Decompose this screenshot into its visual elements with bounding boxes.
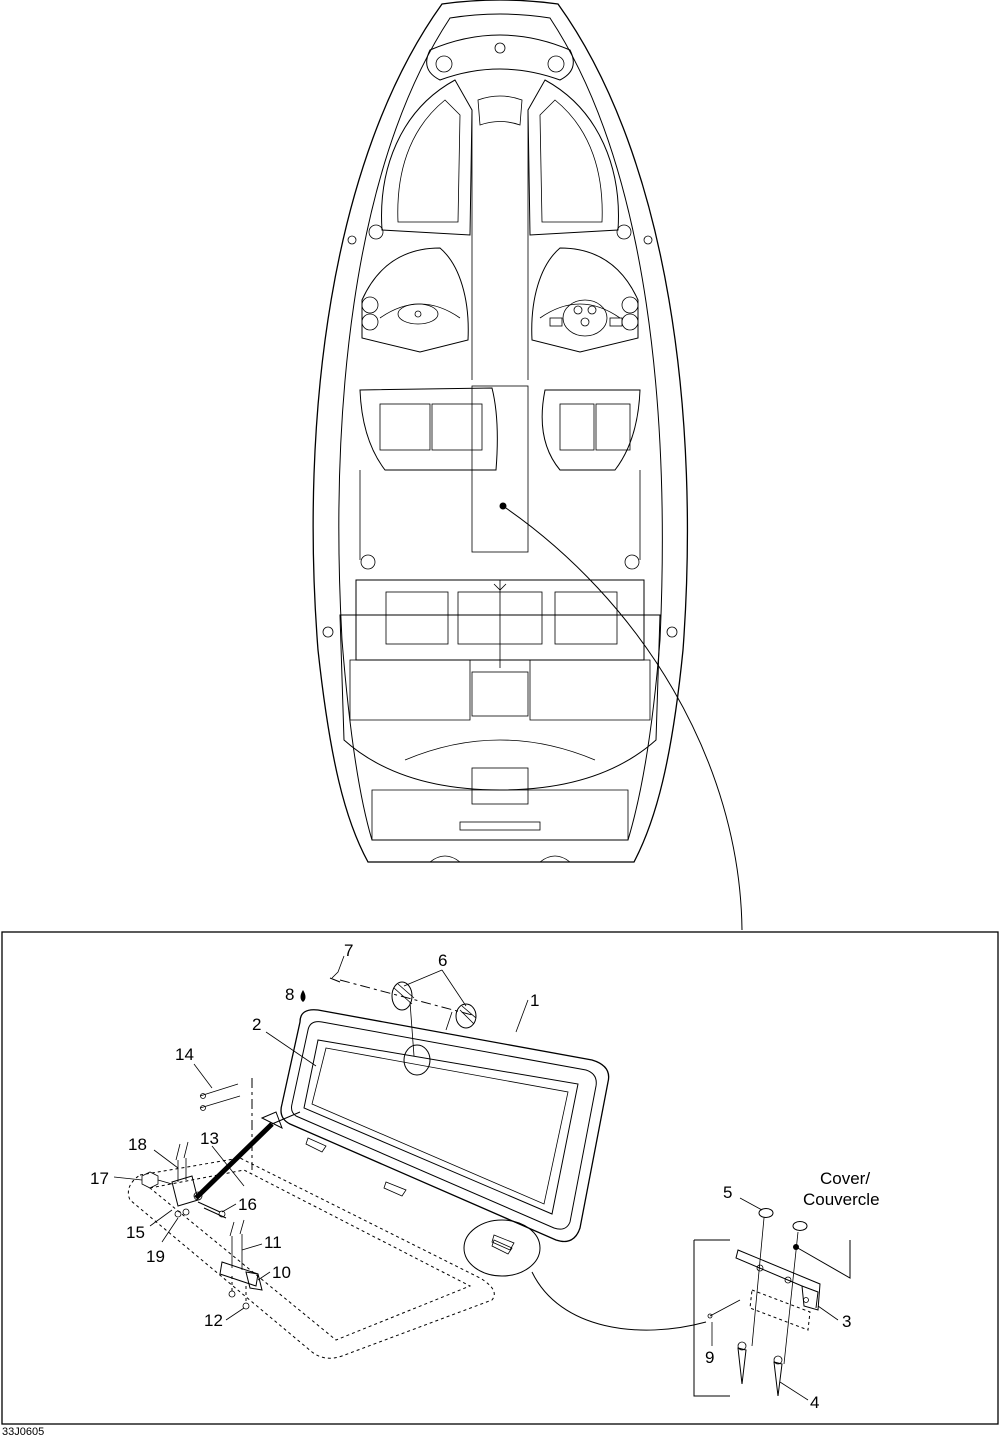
- callout-2: 2: [252, 1015, 261, 1034]
- callout-3: 3: [842, 1312, 851, 1331]
- callout-4: 4: [810, 1393, 819, 1412]
- callout-6: 6: [438, 951, 447, 970]
- callout-16: 16: [238, 1195, 257, 1214]
- callout-14: 14: [175, 1045, 194, 1064]
- cover-label-line1: Cover/: [820, 1169, 870, 1188]
- callout-10: 10: [272, 1263, 291, 1282]
- callout-9: 9: [705, 1348, 714, 1367]
- callout-17: 17: [90, 1169, 109, 1188]
- callout-19: 19: [146, 1247, 165, 1266]
- callout-18: 18: [128, 1135, 147, 1154]
- boat-top-view: [312, 0, 743, 931]
- callout-5: 5: [723, 1183, 732, 1202]
- latch-knobs: [300, 977, 477, 1057]
- callout-11: 11: [264, 1233, 282, 1252]
- document-code: 33J0605: [2, 1426, 44, 1438]
- callout-13: 13: [200, 1129, 219, 1148]
- callout-7: 7: [344, 941, 353, 960]
- callout-1: 1: [530, 991, 539, 1010]
- cover-label-line2: Couvercle: [803, 1190, 880, 1209]
- detail-frame: [1, 931, 999, 1425]
- callout-leaders: [113, 955, 839, 1401]
- callout-12: 12: [204, 1311, 223, 1330]
- inset-bracket-detail: [693, 1208, 851, 1397]
- callout-8: 8: [285, 985, 294, 1004]
- callout-15: 15: [126, 1223, 145, 1242]
